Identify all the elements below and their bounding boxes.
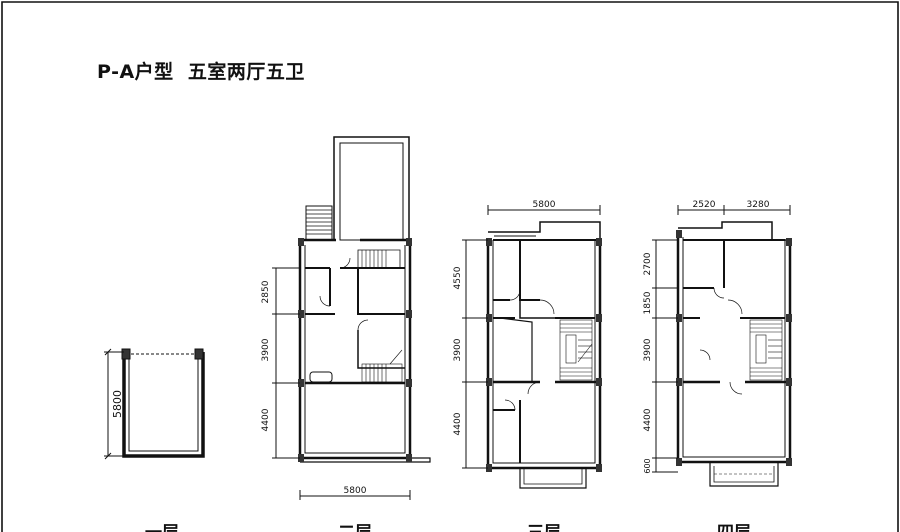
floor-1-vertical-dimension: 5800 bbox=[111, 390, 124, 418]
floor-3-dim-v-1: 4550 bbox=[453, 266, 463, 289]
floor-3-dim-v-3: 4400 bbox=[453, 412, 463, 435]
floor-1-label: 一层 bbox=[145, 523, 179, 532]
floor-4-dim-v-2: 1850 bbox=[643, 291, 653, 314]
floor-3-dim-h: 5800 bbox=[533, 200, 556, 210]
floor-plan-4 bbox=[652, 205, 792, 487]
floor-4-dim-v-1: 2700 bbox=[643, 252, 653, 275]
floor-4-dim-h-2: 3280 bbox=[747, 200, 770, 210]
floor-4-dim-h-1: 2520 bbox=[693, 200, 716, 210]
floor-3-dim-v-2: 3900 bbox=[453, 338, 463, 361]
floor-4-dim-v-4: 4400 bbox=[643, 408, 653, 431]
floor-4-dim-v-5: 600 bbox=[643, 458, 652, 473]
floor-3-label: 三层 bbox=[527, 523, 561, 532]
floor-4-label: 四层 bbox=[717, 523, 751, 532]
floor-4-dim-v-3: 3900 bbox=[643, 338, 653, 361]
floor-2-label: 二层 bbox=[338, 523, 372, 532]
floor-plan-2 bbox=[272, 136, 431, 500]
floor-2-dim-v-3: 4400 bbox=[261, 408, 271, 431]
floor-2-dim-h: 5800 bbox=[344, 486, 367, 496]
floor-plan-1 bbox=[104, 348, 205, 460]
floor-plan-3 bbox=[462, 205, 602, 489]
floor-2-dim-v-2: 3900 bbox=[261, 338, 271, 361]
plan-title: P-A户型 五室两厅五卫 bbox=[97, 61, 305, 83]
floor-2-dim-v-1: 2850 bbox=[261, 280, 271, 303]
